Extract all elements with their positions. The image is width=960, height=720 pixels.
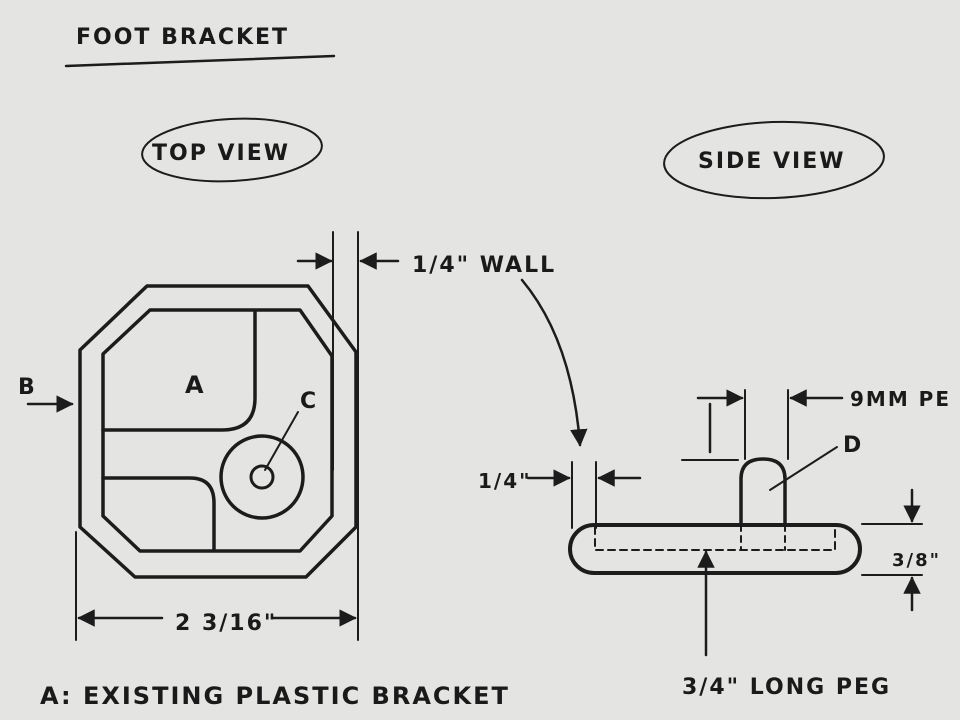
boss-c-hole: [249, 464, 275, 490]
top-view: TOP VIEW A C B 1/4" WALL 2 3/16": [18, 117, 556, 641]
bracket-outer-outline: [78, 284, 358, 579]
lower-pocket-outline: [101, 476, 216, 551]
title-block: FOOT BRACKET: [64, 25, 336, 68]
base-plate: [568, 523, 862, 575]
peg-outline: [739, 457, 787, 527]
side-view: SIDE VIEW 9MM PE D 1/4" 3/8" 3/4" LONG P…: [478, 120, 951, 700]
peg-dim-label: 9MM PE: [850, 387, 951, 411]
notes: A: EXISTING PLASTIC BRACKET: [40, 682, 510, 710]
side-wall-label: 1/4": [478, 469, 532, 493]
width-dim-label: 2 3/16": [175, 611, 277, 636]
drawing-title: FOOT BRACKET: [76, 25, 289, 50]
long-peg-label: 3/4" LONG PEG: [682, 675, 891, 700]
pocket-a-outline: [101, 310, 257, 432]
wall-dim-label: 1/4" WALL: [412, 253, 556, 278]
bracket-inner-outline: [101, 308, 334, 553]
label-d: D: [843, 433, 863, 458]
side-view-caption: SIDE VIEW: [698, 149, 846, 174]
note-a: A: EXISTING PLASTIC BRACKET: [40, 682, 510, 710]
peg-hidden-lines: [740, 524, 786, 551]
label-a: A: [185, 371, 206, 399]
wall-leader-curve: [520, 278, 588, 447]
side-view-caption-oval: [663, 120, 885, 200]
hidden-pocket-line: [594, 526, 836, 551]
label-c: C: [300, 389, 318, 414]
label-c-leader: [264, 411, 299, 471]
title-underline: [64, 54, 336, 68]
height-extensions: [861, 523, 923, 576]
side-wall-extensions: [571, 461, 597, 529]
peg-extension-lines: [744, 389, 789, 460]
height-dim-label: 3/8": [892, 550, 941, 571]
label-d-leader: [769, 446, 838, 491]
top-view-caption-oval: [141, 117, 323, 183]
label-b: B: [18, 375, 37, 400]
boss-c-outer: [219, 434, 305, 520]
top-view-caption: TOP VIEW: [152, 141, 290, 166]
